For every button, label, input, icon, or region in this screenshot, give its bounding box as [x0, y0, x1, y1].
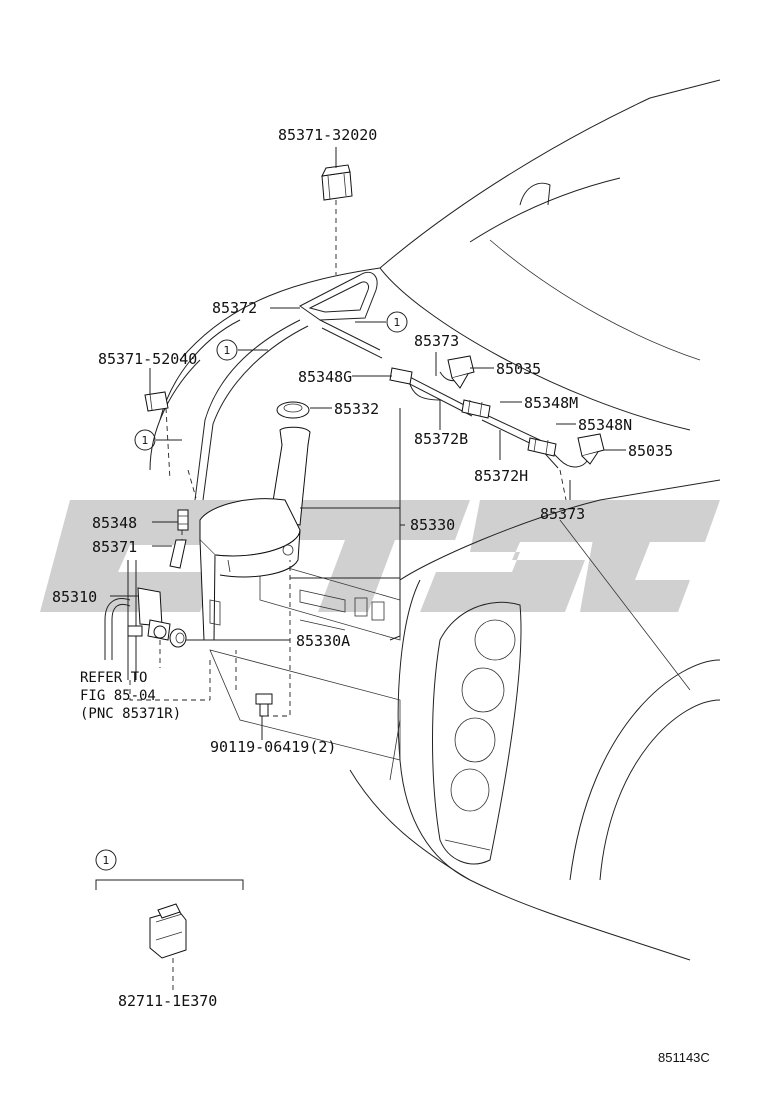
note-refer-line-1: REFER TO	[80, 670, 147, 686]
figure-code: 851143C	[658, 1050, 710, 1065]
grommet-85330a	[169, 628, 187, 648]
circle-marker-detail: 1	[95, 849, 117, 871]
watermark-logo	[40, 500, 720, 612]
part-labels: 85371-32020 85372 85371-52040 85373 8534…	[52, 126, 710, 1065]
part-label-85373-upper: 85373	[414, 332, 459, 350]
part-label-85310: 85310	[52, 588, 97, 606]
cap-85332	[276, 401, 310, 419]
washer-hoses	[104, 271, 591, 680]
part-label-85330a: 85330A	[296, 632, 350, 650]
part-label-85035-upper: 85035	[496, 360, 541, 378]
part-label-85348m: 85348M	[524, 394, 578, 412]
vehicle-body-outline	[149, 79, 721, 961]
part-label-85372h: 85372H	[474, 467, 528, 485]
part-label-85373-lower: 85373	[540, 505, 585, 523]
part-label-85372b: 85372B	[414, 430, 468, 448]
clip-85371-32020	[321, 164, 353, 201]
note-refer-line-3: (PNC 85371R)	[80, 706, 181, 722]
nozzle-85035-upper	[447, 355, 475, 389]
leader-lines	[95, 147, 626, 890]
svg-text:1: 1	[142, 434, 149, 447]
washer-tank-85330	[199, 426, 311, 641]
part-label-85330: 85330	[410, 516, 455, 534]
joint-85348g	[389, 367, 413, 385]
circle-marker-1: 1	[216, 339, 238, 361]
part-label-85371-52040: 85371-52040	[98, 350, 197, 368]
part-label-85332: 85332	[334, 400, 379, 418]
joint-85348m	[461, 399, 491, 419]
part-label-85035-lower: 85035	[628, 442, 673, 460]
part-label-85348: 85348	[92, 514, 137, 532]
part-label-85372: 85372	[212, 299, 257, 317]
joint-85348n	[527, 437, 557, 457]
part-label-82711-1e370: 82711-1E370	[118, 992, 217, 1010]
circle-marker-2: 1	[386, 311, 408, 333]
circle-marker-3: 1	[134, 429, 156, 451]
washer-pump-85310	[127, 587, 171, 641]
note-refer-line-2: FIG 85-04	[80, 688, 156, 704]
part-label-85348n: 85348N	[578, 416, 632, 434]
clip-82711-1e370	[149, 903, 187, 959]
reference-lines	[129, 200, 567, 990]
grommet-85348	[177, 509, 189, 531]
svg-text:1: 1	[103, 854, 110, 867]
svg-text:1: 1	[224, 344, 231, 357]
clip-85371-52040	[144, 391, 169, 412]
part-label-85348g: 85348G	[298, 368, 352, 386]
bolt-90119-06419	[255, 693, 273, 717]
part-label-85371: 85371	[92, 538, 137, 556]
part-label-85371-32020: 85371-32020	[278, 126, 377, 144]
hose-85371	[169, 539, 187, 569]
svg-text:1: 1	[394, 316, 401, 329]
part-label-90119-06419: 90119-06419(2)	[210, 738, 336, 756]
nozzle-85035-lower	[577, 433, 605, 465]
